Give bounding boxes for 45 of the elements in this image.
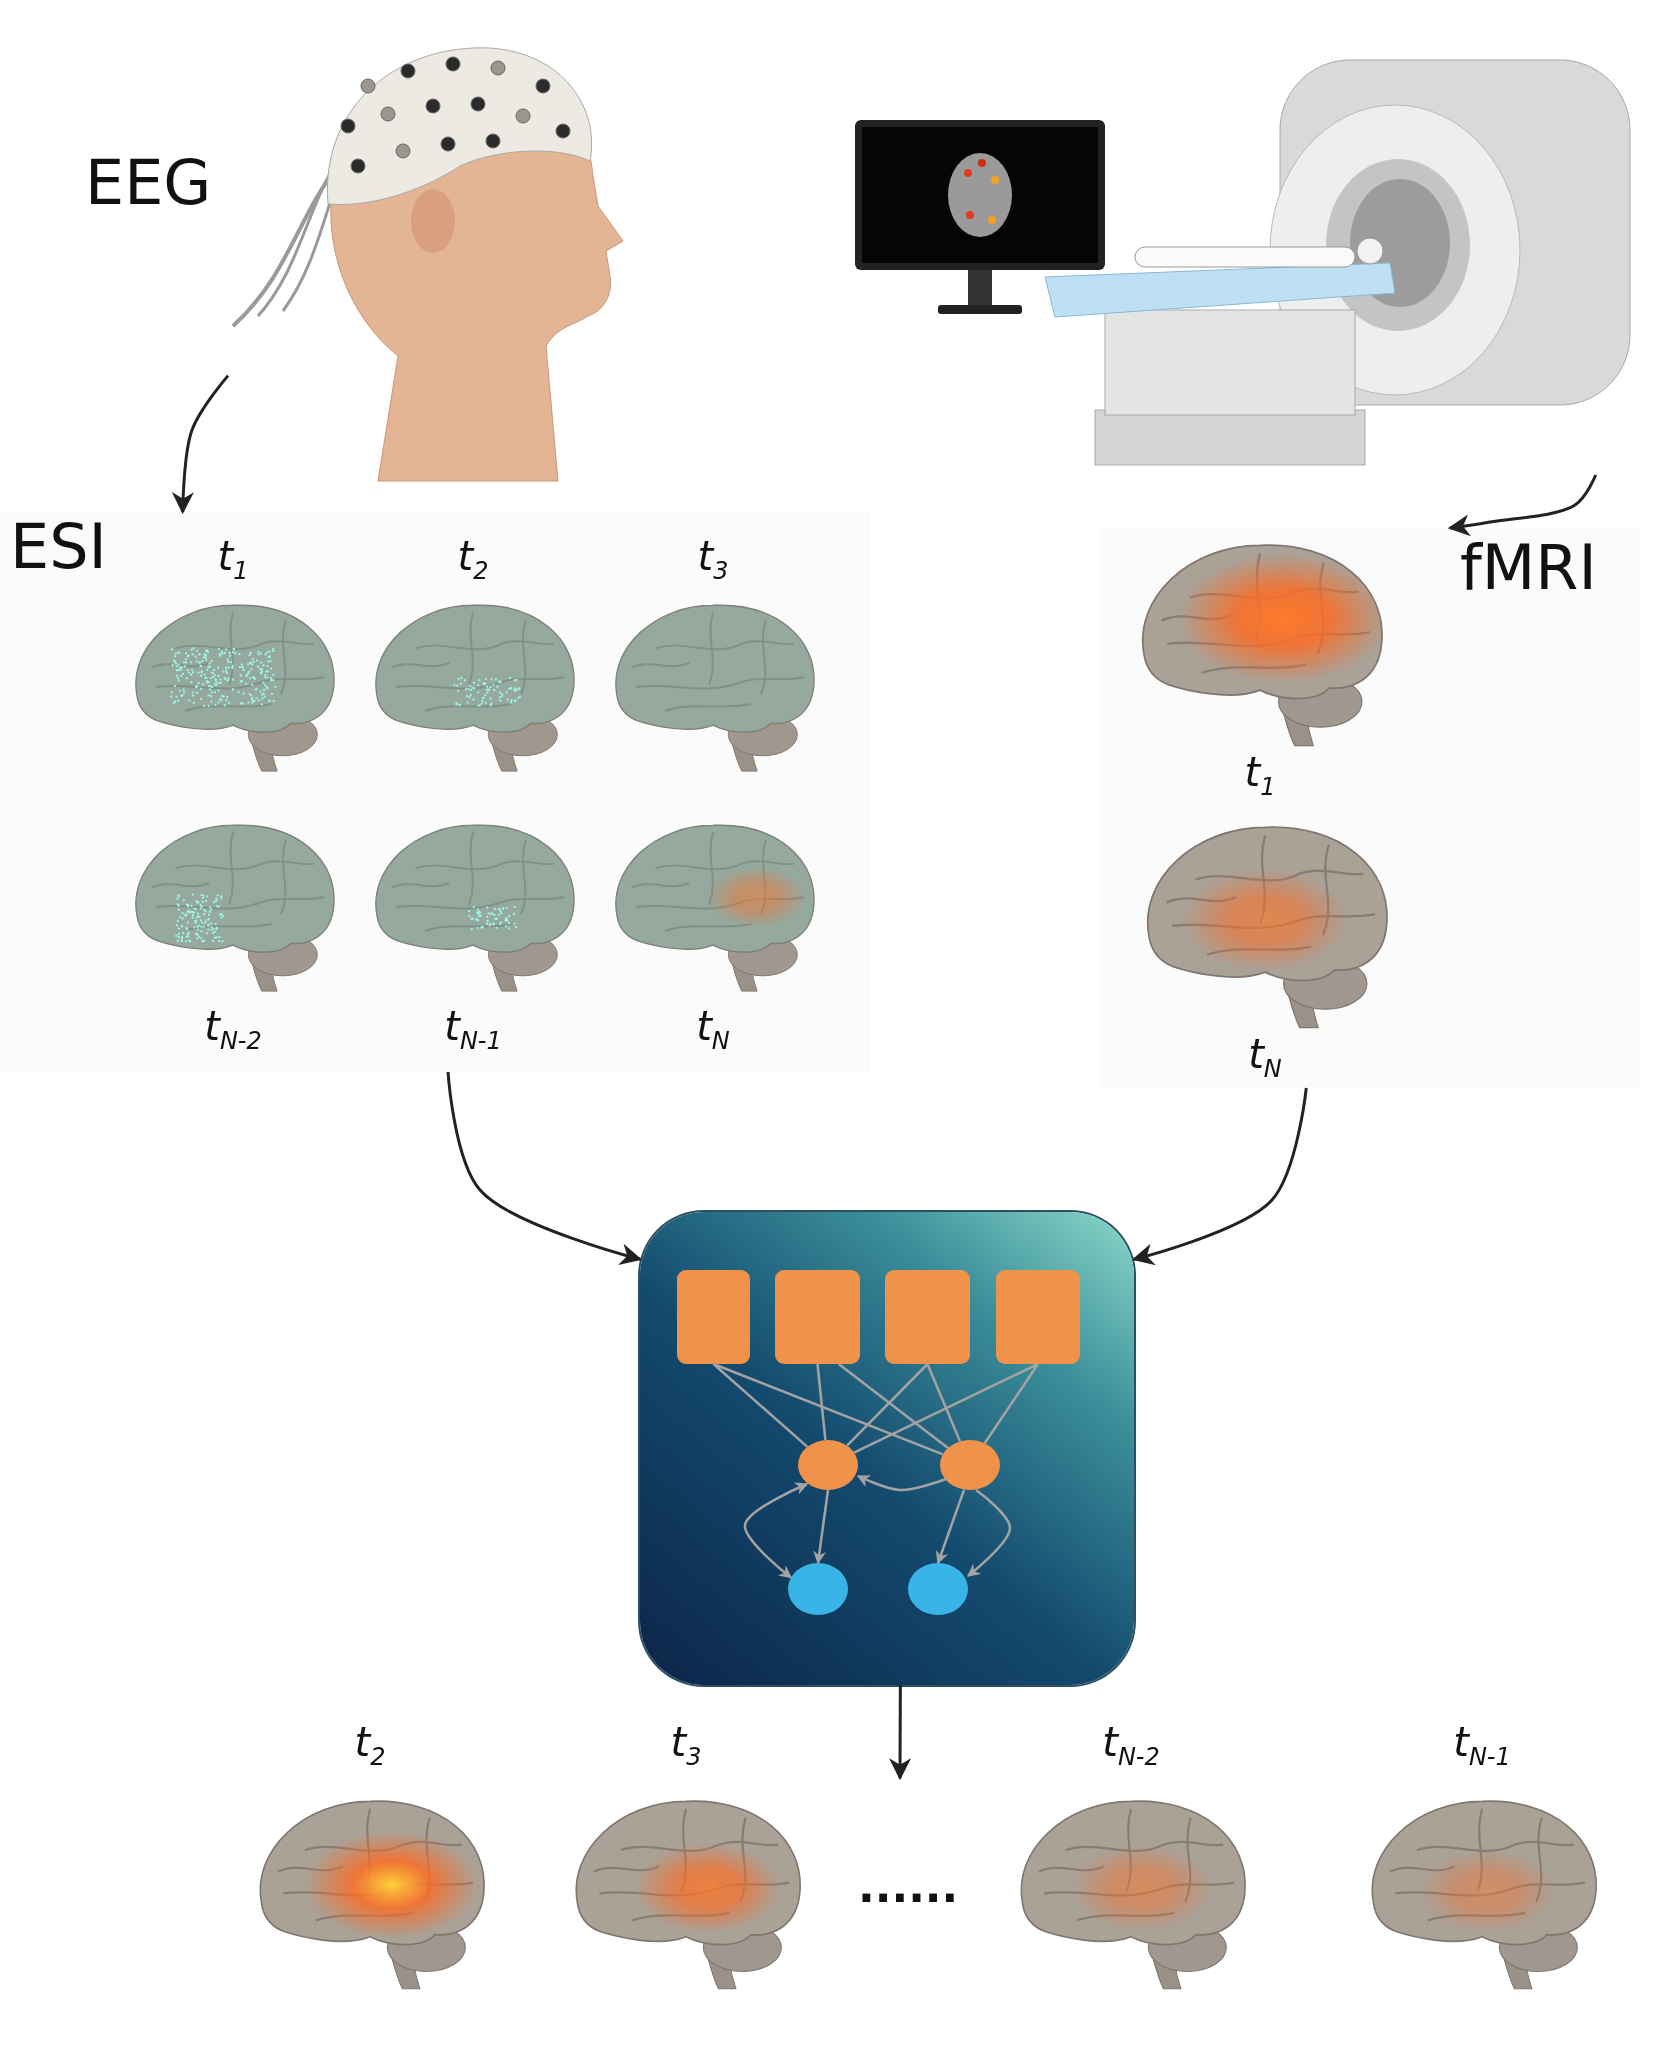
output-unit	[908, 1563, 968, 1615]
input-unit	[885, 1270, 970, 1364]
arrow	[813, 1489, 830, 1565]
time-label: t$_{N-1}$	[1452, 1718, 1512, 1768]
image-panel	[0, 512, 870, 1072]
arrow	[1447, 474, 1598, 537]
ellipsis-text: ......	[858, 1860, 959, 1914]
time-label: t$_{2}$	[456, 532, 490, 582]
output-unit	[788, 1563, 848, 1615]
arrow	[889, 1685, 912, 1781]
time-label: t$_{3}$	[669, 1718, 703, 1768]
connector-line	[712, 1363, 809, 1448]
time-label: t$_{N}$	[695, 1002, 731, 1052]
connector-line	[816, 1363, 827, 1441]
input-unit	[775, 1270, 860, 1364]
arrow	[446, 1071, 643, 1265]
connector-line	[713, 1362, 944, 1456]
connector-line	[983, 1363, 1040, 1444]
arrow	[743, 1482, 809, 1579]
arrow	[967, 1489, 1012, 1577]
time-label: t$_{N-2}$	[203, 1002, 263, 1052]
time-label: t$_{1}$	[1243, 748, 1277, 798]
arrow	[172, 374, 230, 515]
hidden-unit	[798, 1440, 858, 1490]
neural-network-panel	[640, 1212, 1134, 1685]
connector-line	[853, 1362, 1039, 1454]
hidden-unit	[940, 1440, 1000, 1490]
time-label: t$_{N-2}$	[1101, 1718, 1161, 1768]
input-unit	[996, 1270, 1080, 1364]
time-label: t$_{1}$	[216, 532, 250, 582]
connector-line	[838, 1363, 949, 1450]
image-panel	[1100, 528, 1640, 1088]
time-label: t$_{3}$	[696, 532, 730, 582]
input-unit	[677, 1270, 750, 1364]
panel-title: ESI	[10, 512, 107, 582]
arrow	[856, 1474, 947, 1492]
time-label: t$_{2}$	[353, 1718, 387, 1768]
modality-label: EEG	[85, 148, 212, 218]
connector-line	[846, 1363, 929, 1447]
arrow	[1131, 1087, 1308, 1265]
connector-line	[926, 1363, 962, 1442]
time-label: t$_{N}$	[1247, 1030, 1283, 1080]
arrow	[935, 1489, 966, 1565]
time-label: t$_{N-1}$	[443, 1002, 503, 1052]
panel-title: fMRI	[1460, 533, 1597, 603]
